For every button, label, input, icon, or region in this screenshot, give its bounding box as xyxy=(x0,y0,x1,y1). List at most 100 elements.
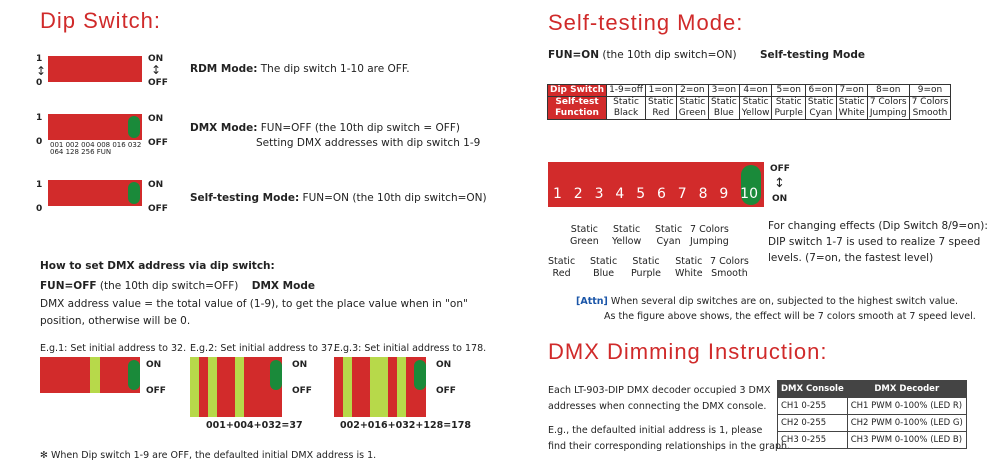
explain-line1: DMX address value = the total value of (… xyxy=(40,298,468,310)
table-header-cell: 1=on xyxy=(645,84,677,97)
switch-number: 6 xyxy=(656,186,666,202)
row-label-line: Self-test xyxy=(555,97,599,107)
one-label: 1 xyxy=(36,113,43,123)
dimming-text2: addresses when connecting the DMX consol… xyxy=(548,401,767,412)
label-line: Jumping xyxy=(690,236,729,247)
fun-off-label: FUN=OFF xyxy=(40,280,97,292)
label-line: Purple xyxy=(631,268,662,279)
dimming-text1: Each LT-903-DIP DMX decoder occupied 3 D… xyxy=(548,385,771,396)
label-line: Static xyxy=(570,224,598,235)
fun-switch-highlight xyxy=(128,116,140,138)
up-down-arrow-icon: ↕ xyxy=(151,63,162,77)
example3-caption: E.g.3: Set initial address to 178. xyxy=(334,343,487,354)
table-header-cell: 4=on xyxy=(738,84,773,97)
selftest-mode-heading: Self-testing Mode xyxy=(759,49,865,61)
dmx-mode-label: DMX Mode: xyxy=(190,122,258,134)
dmx-mode-desc: FUN=OFF (the 10th dip switch = OFF) xyxy=(260,122,460,134)
dmx-decoder-table: DMX Console DMX Decoder CH1 0-255 CH1 PW… xyxy=(777,380,967,449)
dmx-dip-switch-body xyxy=(48,114,142,140)
table-cell: CH3 0-255 xyxy=(777,431,848,449)
label-line: Static xyxy=(655,224,683,235)
cell-line: Purple xyxy=(774,108,803,118)
cell-line: Green xyxy=(678,108,707,118)
switch-number: 7 xyxy=(677,186,687,202)
example2-on-column xyxy=(190,357,199,417)
switch-number: 10 xyxy=(740,186,758,202)
label-line: Static xyxy=(632,256,660,267)
selftest-dip-switch-body xyxy=(48,180,142,206)
cell-line: Static xyxy=(742,97,769,107)
fun-switch-highlight xyxy=(741,165,761,205)
fun-switch-highlight xyxy=(414,360,426,390)
cell-line: Black xyxy=(613,108,639,118)
label-line: White xyxy=(675,268,703,279)
rdm-mode-desc: The dip switch 1-10 are OFF. xyxy=(260,63,410,75)
fun-switch-highlight xyxy=(128,360,140,390)
on-label: ON xyxy=(148,180,164,190)
cell-line: Jumping xyxy=(869,108,907,118)
example1-on-column xyxy=(90,357,100,393)
off-label: OFF xyxy=(148,78,168,88)
cell-line: Red xyxy=(652,108,670,118)
selftest-table: Dip Switch 1-9=off 1=on 2=on 3=on 4=on 5… xyxy=(546,84,952,120)
label-line: Cyan xyxy=(656,236,681,247)
one-label: 1 xyxy=(36,54,43,64)
fun-on-label: FUN=ON xyxy=(548,49,599,61)
label-line: Static xyxy=(590,256,618,267)
attn-tag: [Attn] xyxy=(576,296,608,307)
cell-line: Static xyxy=(807,97,834,107)
table-header-cell: 3=on xyxy=(708,84,740,97)
one-label: 1 xyxy=(36,180,43,190)
table-header-cell: 6=on xyxy=(804,84,837,97)
dmx-mode-desc2: Setting DMX addresses with dip switch 1-… xyxy=(256,137,481,149)
example2-formula: 001+004+032=37 xyxy=(206,420,303,431)
switch-number: 8 xyxy=(698,186,708,202)
table-header-cell: 2=on xyxy=(675,84,710,97)
fun-off-note: (the 10th dip switch=OFF) xyxy=(99,280,239,292)
switch-number: 5 xyxy=(636,186,646,202)
howto-title: How to set DMX address via dip switch: xyxy=(40,260,275,272)
table-cell: CH3 PWM 0-100% (LED B) xyxy=(846,431,967,449)
cell-line: Static xyxy=(838,97,865,107)
off-label: OFF xyxy=(146,386,166,396)
cell-line: Yellow xyxy=(741,108,770,118)
off-label: OFF xyxy=(436,386,456,396)
zero-label: 0 xyxy=(36,204,43,214)
fun-switch-highlight xyxy=(270,360,282,390)
table-cell: CH2 PWM 0-100% (LED G) xyxy=(846,414,967,432)
cell-line: Static xyxy=(711,97,737,107)
cell-line: Blue xyxy=(713,108,734,118)
off-label: OFF xyxy=(148,204,168,214)
dimming-text4: find their corresponding relationships i… xyxy=(548,441,791,452)
dip-switch-title: Dip Switch: xyxy=(40,8,162,33)
label-line: Yellow xyxy=(612,236,642,247)
example3-formula: 002+016+032+128=178 xyxy=(340,420,471,431)
fun-switch-highlight xyxy=(128,182,140,204)
table-row: Dip Switch 1-9=off 1=on 2=on 3=on 4=on 5… xyxy=(546,84,952,97)
dimming-text3: E.g., the defaulted initial address is 1… xyxy=(548,425,763,436)
table-row: DMX Console DMX Decoder xyxy=(777,380,967,398)
example1-caption: E.g.1: Set initial address to 32. xyxy=(40,343,187,354)
fun-off-line: FUN=OFF (the 10th dip switch=OFF) DMX Mo… xyxy=(40,279,315,293)
table-header-cell: 7=on xyxy=(835,84,868,97)
table-cell: CH1 0-255 xyxy=(777,397,848,415)
zero-label: 0 xyxy=(36,137,43,147)
rdm-mode-label: RDM Mode: xyxy=(190,63,258,75)
